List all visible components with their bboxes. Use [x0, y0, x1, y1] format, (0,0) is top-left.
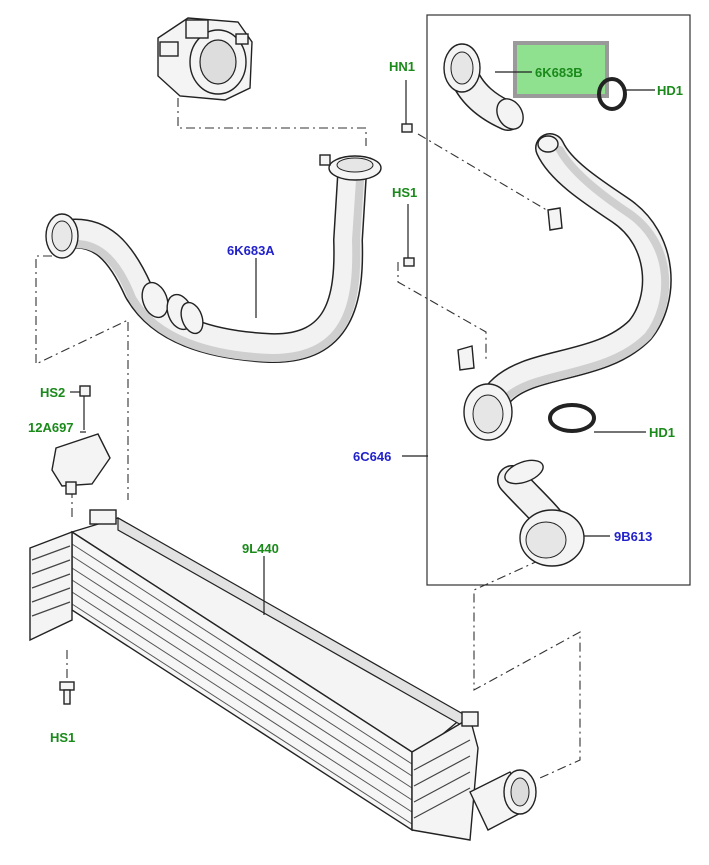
callout-9l440: 9L440 [242, 541, 279, 556]
connection-line [417, 133, 551, 213]
throttle-body [157, 17, 253, 101]
connection-line [35, 255, 129, 500]
callout-9b613: 9B613 [614, 529, 652, 544]
hose-6k683b [443, 43, 524, 131]
callout-hs1-top: HS1 [392, 185, 417, 200]
callout-12a697: 12A697 [28, 420, 74, 435]
intercooler-9l440 [29, 509, 537, 841]
bolt-hs1-bottom [59, 681, 75, 705]
callout-hs2: HS2 [40, 385, 65, 400]
callout-hd1-mid: HD1 [649, 425, 675, 440]
callout-6k683b: 6K683B [535, 65, 583, 80]
callout-6c646: 6C646 [353, 449, 391, 464]
connection-line [473, 559, 581, 779]
hose-9b613 [497, 459, 585, 567]
hose-6k683a [45, 154, 382, 364]
callout-hs1-bottom: HS1 [50, 730, 75, 745]
clamp-hd1-mid [548, 403, 596, 433]
bracket-12a697 [51, 385, 111, 495]
callout-hd1-top: HD1 [657, 83, 683, 98]
subassembly-frame [426, 14, 691, 586]
hose-6c646 [457, 133, 672, 441]
connection-line [177, 98, 367, 146]
connection-line [397, 262, 487, 360]
clamp-hd1-top [597, 77, 627, 111]
callout-6k683a: 6K683A [227, 243, 275, 258]
callout-hn1: HN1 [389, 59, 415, 74]
highlight-box [513, 41, 609, 98]
bolt-hn1 [401, 80, 413, 133]
bolt-hs1-top [403, 204, 415, 267]
